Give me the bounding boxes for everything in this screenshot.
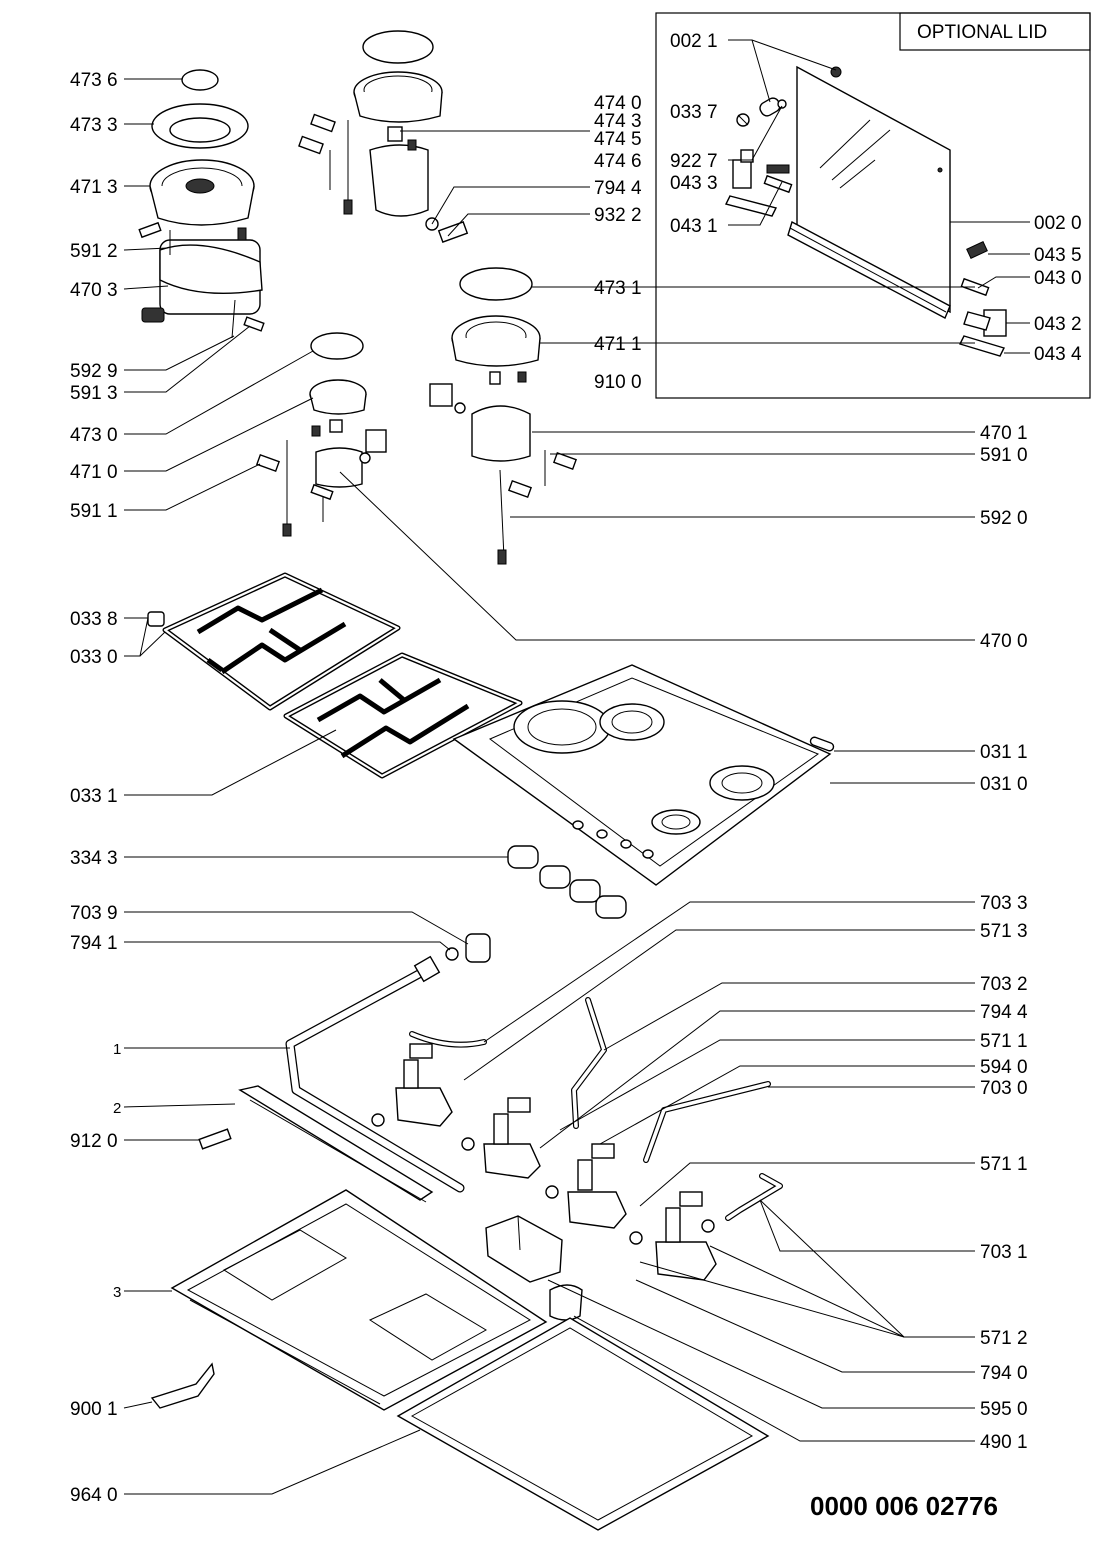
label-0331: 033 1: [70, 786, 118, 807]
label-5913: 591 3: [70, 383, 118, 404]
label-7033: 703 3: [980, 893, 1028, 914]
label-0433: 043 3: [670, 173, 718, 194]
label-4743: 474 3: [594, 111, 642, 132]
label-4713: 471 3: [70, 177, 118, 198]
optional-lid-title: OPTIONAL LID: [917, 22, 1047, 43]
label-0432: 043 2: [1034, 314, 1082, 335]
label-4733: 473 3: [70, 115, 118, 136]
label-0020: 002 0: [1034, 213, 1082, 234]
label-4730: 473 0: [70, 425, 118, 446]
label-5911: 591 1: [70, 501, 118, 522]
label-0430: 043 0: [1034, 268, 1082, 289]
label-5912: 591 2: [70, 241, 118, 262]
label-7031: 703 1: [980, 1242, 1028, 1263]
label-2: 2: [113, 1100, 121, 1117]
label-5929: 592 9: [70, 361, 118, 382]
label-4740: 474 0: [594, 93, 642, 114]
label-5711-b: 571 1: [980, 1154, 1028, 1175]
label-0338: 033 8: [70, 609, 118, 630]
label-7039: 703 9: [70, 903, 118, 924]
glass-lid-drawing: [787, 65, 951, 319]
label-3: 3: [113, 1284, 121, 1301]
large-burner-stack: [138, 69, 265, 339]
small-burner: [255, 332, 387, 537]
mounting-rail: [198, 1085, 434, 1203]
gas-pipes-valves: [285, 933, 783, 1281]
label-4901: 490 1: [980, 1432, 1028, 1453]
label-9120: 912 0: [70, 1131, 118, 1152]
control-knobs: [507, 845, 627, 919]
label-9322: 932 2: [594, 205, 642, 226]
label-5950: 595 0: [980, 1399, 1028, 1420]
label-0431: 043 1: [670, 216, 718, 237]
label-3343: 334 3: [70, 848, 118, 869]
label-4711: 471 1: [594, 334, 642, 355]
lid-labels: 002 1 033 7 922 7 043 3 043 1 002 0 043 …: [670, 31, 1082, 365]
right-labels: 474 0 474 3 474 5 474 6 794 4 932 2 473 …: [594, 93, 1028, 1453]
label-5713: 571 3: [980, 921, 1028, 942]
label-4745: 474 5: [594, 129, 642, 150]
label-7941: 794 1: [70, 933, 118, 954]
center-right-burner: [429, 267, 578, 565]
label-7940: 794 0: [980, 1363, 1028, 1384]
label-7030: 703 0: [980, 1078, 1028, 1099]
label-1: 1: [113, 1041, 121, 1058]
label-9227: 922 7: [670, 151, 718, 172]
document-number: 0000 006 02776: [810, 1491, 998, 1521]
ignition-module: [485, 1215, 583, 1321]
top-center-burner: [298, 30, 469, 243]
label-4731: 473 1: [594, 278, 642, 299]
label-0310: 031 0: [980, 774, 1028, 795]
label-7944-top: 794 4: [594, 178, 642, 199]
label-0330: 033 0: [70, 647, 118, 668]
label-5711-a: 571 1: [980, 1031, 1028, 1052]
label-0021: 002 1: [670, 31, 718, 52]
label-4710: 471 0: [70, 462, 118, 483]
label-0435: 043 5: [1034, 245, 1082, 266]
label-0337: 033 7: [670, 102, 718, 123]
label-4701: 470 1: [980, 423, 1028, 444]
fixing-bracket: [150, 1362, 215, 1409]
seal-gasket: [396, 1317, 770, 1531]
hob-top-drawing: [452, 664, 835, 886]
label-5910: 591 0: [980, 445, 1028, 466]
label-5712: 571 2: [980, 1328, 1028, 1349]
label-0311: 031 1: [980, 742, 1028, 763]
optional-lid-box: OPTIONAL LID: [655, 12, 1091, 399]
pan-supports: [147, 572, 523, 779]
label-4700: 470 0: [980, 631, 1028, 652]
lid-hinge-parts: [724, 97, 1007, 357]
label-9100: 910 0: [594, 372, 642, 393]
left-labels: 473 6 473 3 471 3 591 2 470 3 592 9 591 …: [70, 70, 121, 1506]
label-4703: 470 3: [70, 280, 118, 301]
base-tray: [170, 1189, 548, 1411]
label-4746: 474 6: [594, 151, 642, 172]
label-9640: 964 0: [70, 1485, 118, 1506]
label-5920: 592 0: [980, 508, 1028, 529]
label-0434: 043 4: [1034, 344, 1082, 365]
label-9001: 900 1: [70, 1399, 118, 1420]
label-7944-bottom: 794 4: [980, 1002, 1028, 1023]
label-4736: 473 6: [70, 70, 118, 91]
leader-lines: [123, 39, 1030, 1495]
label-7032: 703 2: [980, 974, 1028, 995]
label-5940: 594 0: [980, 1057, 1028, 1078]
